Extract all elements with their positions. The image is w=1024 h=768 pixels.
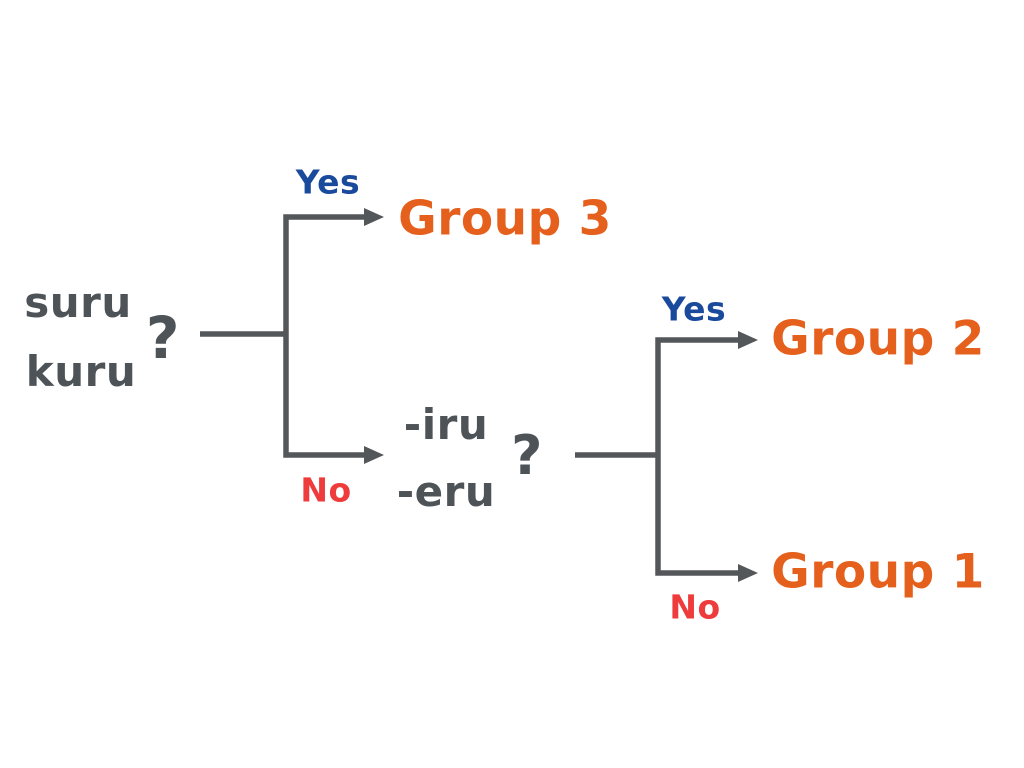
middle-node-label-iru: -iru: [403, 400, 489, 449]
branch2-yes-label: Yes: [661, 289, 727, 329]
branch2-yes-arrowhead-icon: [738, 331, 758, 349]
root-node-label-suru: suru: [24, 278, 132, 327]
root-question-mark: ?: [145, 304, 181, 372]
branch1-no-arrowhead-icon: [364, 446, 384, 464]
branch2-no-arrowhead-icon: [738, 564, 758, 582]
branch2-line: [655, 337, 740, 576]
branch1-line: [283, 214, 366, 458]
branch1-yes-arrowhead-icon: [364, 208, 384, 226]
middle-question-mark: ?: [511, 424, 543, 487]
branch2-no-label: No: [669, 587, 721, 627]
root-node-label-kuru: kuru: [25, 347, 137, 396]
branch1-no-label: No: [300, 470, 352, 510]
branch1-yes-label: Yes: [295, 162, 361, 202]
middle-node-label-eru: -eru: [396, 467, 496, 516]
result-group-2: Group 2: [771, 311, 985, 367]
result-group-1: Group 1: [771, 544, 985, 600]
result-group-3: Group 3: [398, 191, 612, 247]
